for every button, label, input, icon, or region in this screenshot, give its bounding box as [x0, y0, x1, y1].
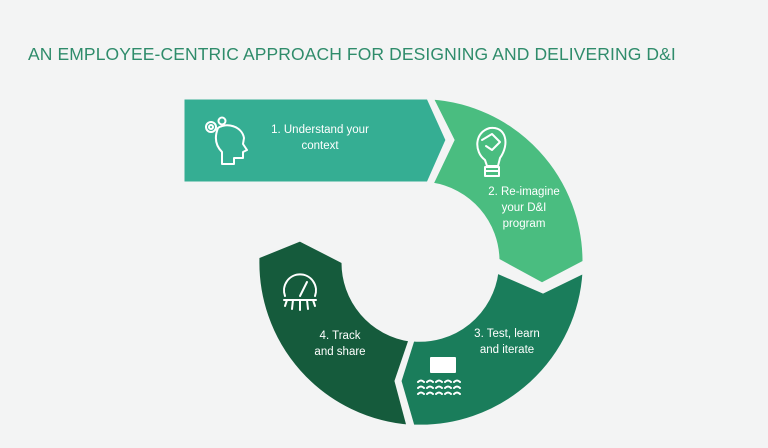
step-3-label-line2: and iterate — [480, 344, 534, 356]
step-4-label-line2: and share — [314, 346, 365, 358]
page-title: AN EMPLOYEE-CENTRIC APPROACH FOR DESIGNI… — [28, 44, 676, 64]
step-2-segment — [429, 96, 586, 286]
step-1-label-line2: context — [301, 140, 339, 152]
step-4-segment — [256, 238, 413, 428]
step-1-label-line1: 1. Understand your — [271, 124, 369, 136]
step-3-label-line1: 3. Test, learn — [474, 328, 540, 340]
step-1-segment — [181, 96, 449, 185]
step-4-label-line1: 4. Track — [320, 330, 361, 342]
step-2-label-line3: program — [503, 218, 546, 230]
head-gears-icon — [205, 116, 248, 165]
audience-screen-icon — [417, 357, 461, 395]
lightbulb-network-icon — [476, 126, 507, 177]
step-2-label-line2: your D&I — [502, 202, 547, 214]
gauge-gear-icon — [283, 273, 317, 311]
step-2-label-line1: 2. Re-imagine — [488, 186, 560, 198]
